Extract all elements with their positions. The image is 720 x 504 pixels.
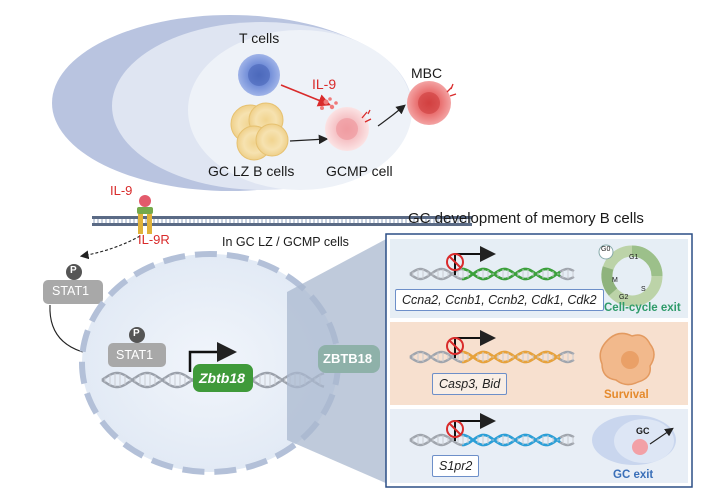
panel-title: GC development of memory B cells bbox=[408, 210, 644, 227]
row2-repression-icon bbox=[446, 330, 496, 358]
b-to-gcmp-arrow bbox=[289, 134, 329, 145]
t-cell bbox=[238, 54, 280, 96]
receptor-to-stat1-arrow bbox=[79, 235, 141, 260]
il9-receptor-icon bbox=[137, 195, 153, 234]
il9-particles bbox=[320, 97, 338, 110]
gcmp-cell-label: GCMP cell bbox=[326, 163, 393, 179]
membrane-il9-label: IL-9 bbox=[110, 183, 133, 198]
il9r-label: IL-9R bbox=[138, 232, 170, 247]
row3-dna-helix bbox=[409, 433, 575, 447]
t-cells-label: T cells bbox=[239, 30, 280, 46]
mbc-cell bbox=[407, 81, 457, 125]
stat1-cytoplasmic bbox=[43, 264, 103, 304]
row3-repression-icon bbox=[446, 413, 496, 441]
stat1-nuclear-label: STAT1 bbox=[116, 348, 154, 362]
gc-exit-icon bbox=[592, 415, 676, 465]
gcmp-to-mbc-arrow bbox=[377, 104, 406, 127]
cell-cycle-ring-icon bbox=[598, 244, 663, 307]
gc-lz-b-cells-label: GC LZ B cells bbox=[208, 163, 295, 179]
zbtb18-protein-label: ZBTB18 bbox=[323, 351, 373, 366]
membrane-location-label: In GC LZ / GCMP cells bbox=[222, 235, 349, 249]
row3-outcome-label: GC exit bbox=[613, 469, 654, 481]
row1-dna-helix bbox=[409, 267, 575, 281]
row2-genes-box: Casp3, Bid bbox=[432, 373, 508, 395]
zbtb18-gene-label: Zbtb18 bbox=[199, 370, 245, 386]
row1-genes-box: Ccna2, Ccnb1, Ccnb2, Cdk1, Cdk2 bbox=[395, 289, 604, 311]
phospho-badge: P bbox=[70, 265, 77, 276]
il9-label: IL-9 bbox=[312, 76, 337, 92]
cell-membrane bbox=[92, 216, 472, 226]
stat1-nuclear bbox=[108, 327, 166, 367]
il9-secretion-arrow bbox=[280, 84, 331, 107]
mbc-label: MBC bbox=[411, 65, 443, 81]
row1-repression-icon bbox=[446, 246, 496, 275]
row3-genes-box: S1pr2 bbox=[432, 455, 480, 477]
stat1-label: STAT1 bbox=[52, 284, 90, 298]
row2-dna-helix bbox=[409, 350, 575, 364]
zbtb18-transcription-arrow bbox=[188, 342, 237, 372]
survival-cell-icon bbox=[599, 332, 655, 386]
gcmp-cell bbox=[325, 107, 372, 151]
zbtb18-gene-box bbox=[193, 364, 253, 392]
cycle-label-g2: G2 bbox=[619, 294, 629, 301]
row1-outcome-label: Cell-cycle exit bbox=[604, 302, 681, 314]
row2-outcome-label: Survival bbox=[604, 389, 649, 401]
phospho-badge-nuclear: P bbox=[133, 328, 140, 339]
cycle-label-g0: G0 bbox=[601, 246, 611, 253]
gc-lz-b-cells bbox=[230, 102, 289, 161]
cycle-label-m: M bbox=[612, 277, 618, 284]
zoom-wedge bbox=[287, 238, 388, 484]
cycle-label-s: S bbox=[641, 286, 646, 293]
cycle-label-g1: G1 bbox=[629, 254, 639, 261]
gc-inset-label: GC bbox=[636, 426, 650, 436]
